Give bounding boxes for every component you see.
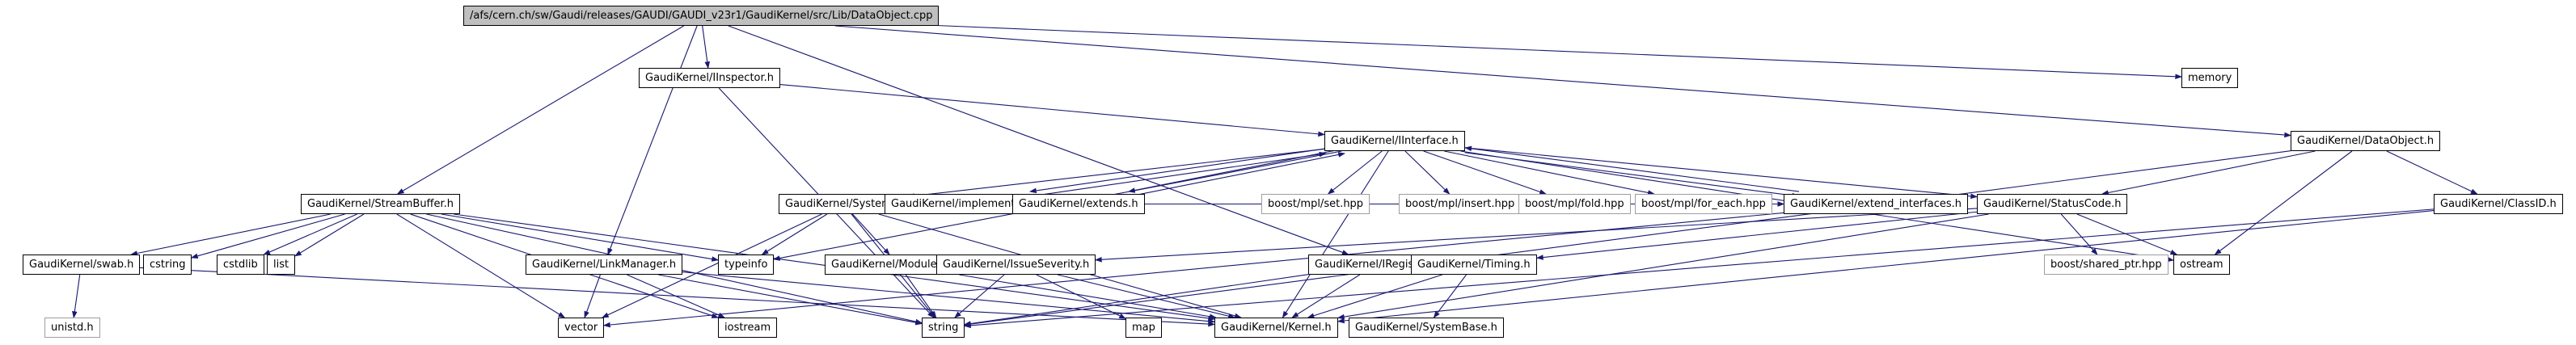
node-unistd: unistd.h — [44, 318, 100, 338]
edge-iregistry-kernel — [1291, 274, 1361, 318]
edge-iinterface-implements — [1028, 148, 1325, 194]
node-mplforeach: boost/mpl/for_each.hpp — [1635, 194, 1772, 214]
edge-streambuffer-cstdlib — [263, 213, 357, 255]
edge-streambuffer-vector — [396, 213, 566, 318]
node-memory[interactable]: memory — [2181, 68, 2239, 88]
edge-timing-systembase — [1433, 274, 1467, 318]
edge-issueseverity-string — [954, 274, 1005, 318]
node-mplset: boost/mpl/set.hpp — [1261, 194, 1370, 214]
node-ostream[interactable]: ostream — [2173, 255, 2230, 275]
node-streambuffer[interactable]: GaudiKernel/StreamBuffer.h — [301, 194, 461, 214]
edge-streambuffer-cstring — [190, 213, 345, 259]
edge-root-streambuffer — [396, 25, 685, 195]
edge-linkmanager-iostream — [627, 274, 726, 318]
edge-streambuffer-swab — [130, 213, 331, 256]
node-iinterface[interactable]: GaudiKernel/IInterface.h — [1324, 131, 1465, 151]
edge-implements-iinterface — [1030, 151, 1327, 197]
node-linkmanager[interactable]: GaudiKernel/LinkManager.h — [526, 255, 683, 275]
node-vector[interactable]: vector — [558, 318, 605, 338]
node-timing[interactable]: GaudiKernel/Timing.h — [1411, 255, 1537, 275]
edge-statuscode-kernel — [1337, 213, 1989, 320]
edge-root-iregistry — [728, 25, 1349, 255]
edge-root-dataobject — [834, 25, 2292, 138]
node-list[interactable]: list — [267, 255, 296, 275]
edge-iinterface-kernel — [1282, 150, 1389, 318]
node-iostream[interactable]: iostream — [718, 318, 778, 338]
node-swab[interactable]: GaudiKernel/swab.h — [23, 255, 141, 275]
edge-linkmanager-string — [658, 274, 923, 326]
node-typeinfo[interactable]: typeinfo — [718, 255, 775, 275]
node-cstring[interactable]: cstring — [143, 255, 192, 275]
node-extends[interactable]: GaudiKernel/extends.h — [1012, 194, 1145, 214]
node-classid[interactable]: GaudiKernel/ClassID.h — [2434, 194, 2563, 214]
edge-moduleinfo-string — [905, 274, 937, 318]
edge-dataobject-statuscode — [2101, 150, 2316, 196]
edge-linkmanager-vector — [584, 274, 601, 319]
node-cstdlib[interactable]: cstdlib — [217, 255, 264, 275]
edge-root-memory — [938, 25, 2183, 80]
node-sharedptr: boost/shared_ptr.hpp — [2044, 255, 2168, 275]
node-extendinterfaces[interactable]: GaudiKernel/extend_interfaces.h — [1784, 194, 1969, 214]
node-mplfold: boost/mpl/fold.hpp — [1518, 194, 1631, 214]
edge-classid-string — [963, 208, 2435, 329]
edge-statuscode-issueseverity — [1094, 208, 1978, 263]
node-string[interactable]: string — [922, 318, 965, 338]
node-mplinsert: boost/mpl/insert.hpp — [1399, 194, 1522, 214]
node-issueseverity[interactable]: GaudiKernel/IssueSeverity.h — [936, 255, 1096, 275]
edge-issueseverity-kernel — [1057, 274, 1235, 319]
edge-swab-kernel — [139, 267, 1216, 327]
edge-statuscode-ostream — [2076, 213, 2178, 255]
edge-iregistry-string — [963, 274, 1309, 326]
edge-swab-unistd — [72, 274, 81, 319]
node-implements[interactable]: GaudiKernel/implements.h — [885, 194, 1037, 214]
node-kernel[interactable]: GaudiKernel/Kernel.h — [1214, 318, 1338, 338]
edge-timing-kernel — [1307, 274, 1442, 318]
node-statuscode[interactable]: GaudiKernel/StatusCode.h — [1977, 194, 2128, 214]
edge-moduleinfo-kernel — [959, 274, 1217, 319]
edge-dataobject-classid — [2386, 150, 2478, 195]
edge-system-typeinfo — [761, 213, 828, 255]
edge-extends-iinterface — [1130, 152, 1346, 197]
edge-system-vector — [602, 213, 822, 318]
edge-system-moduleinfo — [852, 213, 890, 255]
edge-root-linkmanager — [607, 25, 698, 256]
edge-iinterface-mplforeach — [1444, 150, 1655, 196]
edge-streambuffer-typeinfo — [441, 213, 720, 262]
edge-statuscode-sharedptr — [2060, 213, 2098, 255]
node-dataobject[interactable]: GaudiKernel/DataObject.h — [2291, 131, 2441, 151]
edge-streambuffer-list — [294, 213, 365, 257]
edge-extendinterfaces-iinterface — [1464, 145, 1800, 192]
node-root: /afs/cern.ch/sw/Gaudi/releases/GAUDI/GAU… — [463, 6, 940, 26]
edge-classid-kernel — [1337, 210, 2435, 324]
edge-iinterface-statuscode — [1464, 147, 1978, 200]
node-map[interactable]: map — [1125, 318, 1162, 338]
edge-iinterface-system — [906, 148, 1325, 199]
node-iinspector[interactable]: GaudiKernel/IInspector.h — [639, 68, 781, 88]
edge-linkmanager-kernel — [682, 271, 1216, 324]
edge-dataobject-string — [963, 150, 2291, 327]
edge-iinterface-mplset — [1327, 150, 1383, 195]
edge-iinspector-iinterface — [779, 84, 1326, 137]
edge-iinterface-mplinsert — [1404, 150, 1451, 195]
edge-issueseverity-map — [1036, 274, 1126, 319]
edge-statuscode-timing — [1535, 211, 1978, 260]
edge-dataobject-ostream — [2214, 150, 2353, 255]
edge-iinterface-mplfold — [1423, 150, 1547, 195]
node-systembase[interactable]: GaudiKernel/SystemBase.h — [1349, 318, 1504, 338]
edge-root-iinspector — [702, 25, 711, 69]
